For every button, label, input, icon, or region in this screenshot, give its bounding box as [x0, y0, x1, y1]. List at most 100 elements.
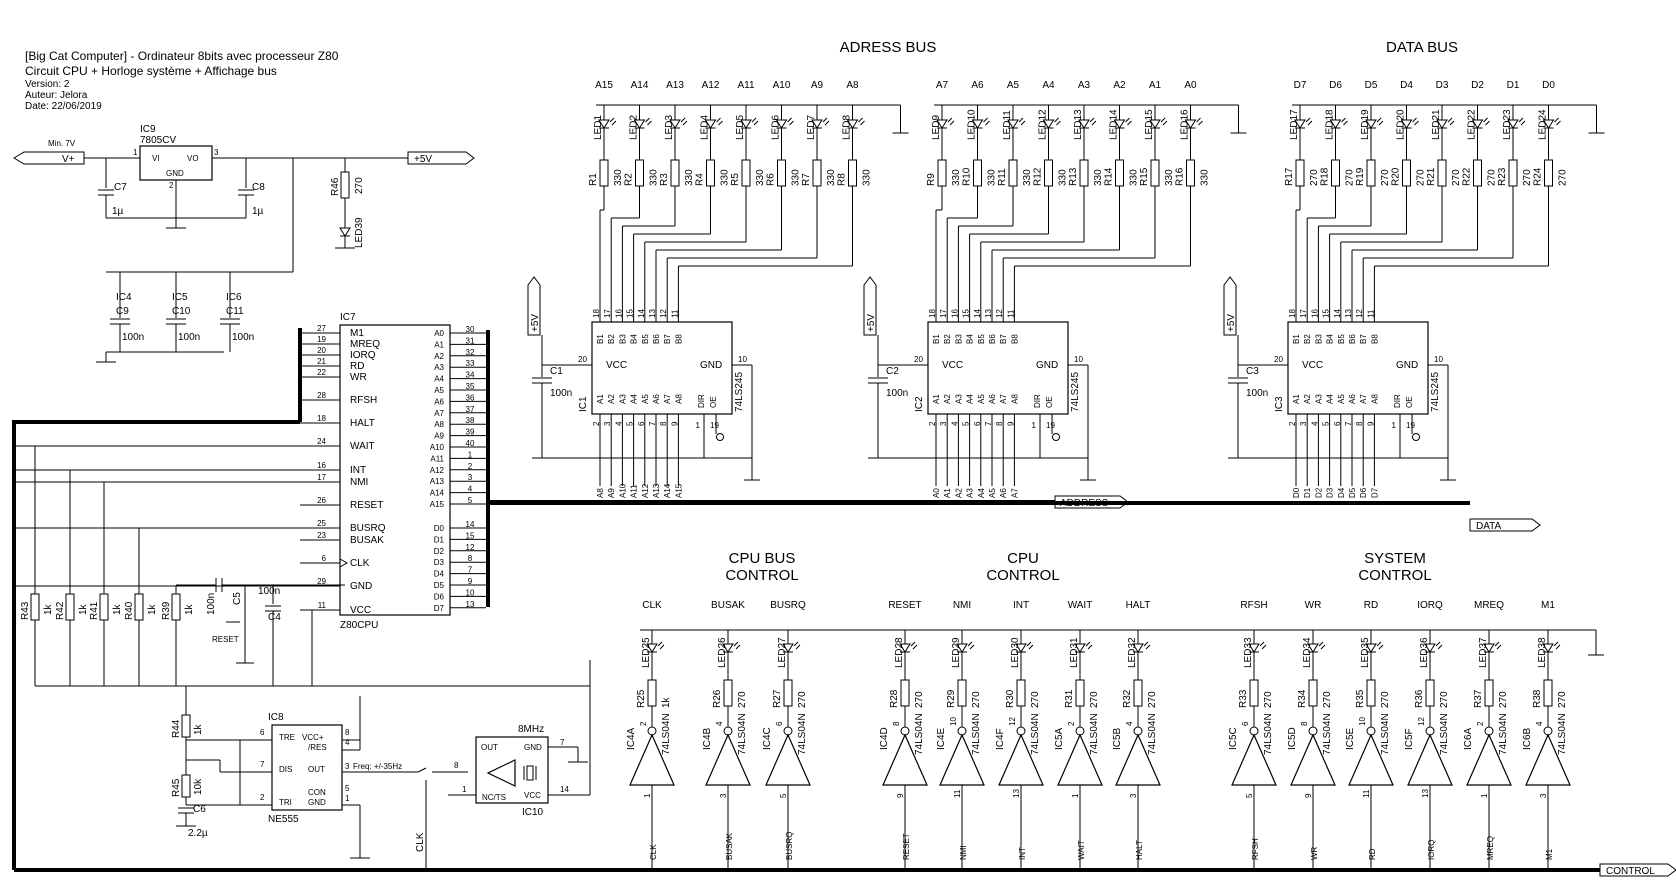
control-signal-label: WAIT — [1068, 600, 1093, 611]
control-led-ref: LED32 — [1127, 637, 1138, 668]
z80-addr-pin: A7 — [434, 409, 444, 418]
inverter-ref: IC4C — [762, 727, 773, 750]
ls245-a-pin: A1 — [596, 394, 605, 404]
ls245-b-pin: B3 — [618, 334, 627, 344]
control-net-flag — [1599, 863, 1676, 877]
z80-pin-number: 15 — [466, 531, 475, 540]
z80-pin-number: 31 — [466, 336, 475, 345]
inverter-ref: IC4D — [879, 727, 890, 750]
bus-resistor — [1150, 159, 1160, 187]
ls245-pin-number: 20 — [914, 355, 923, 364]
ls245-bus-label: D3 — [1326, 487, 1335, 498]
ls245-pin-number: 1 — [1392, 421, 1397, 430]
bus-led-led19 — [1365, 119, 1377, 129]
pullup-resistor — [65, 593, 75, 621]
buffer-decap-ref: C3 — [1246, 366, 1259, 377]
control-resistor — [1484, 679, 1494, 707]
z80-pin-name: GND — [350, 581, 372, 592]
z80-body — [339, 324, 451, 616]
z80-pin-name: M1 — [350, 328, 364, 339]
inverter-ref: IC4F — [995, 728, 1006, 750]
bus-led-ref: LED22 — [1467, 109, 1478, 140]
z80-pin-number: 28 — [317, 391, 326, 400]
bus-resistor-value: 330 — [613, 169, 624, 186]
control-resistor — [1133, 679, 1143, 707]
inverter-ref: IC5F — [1404, 728, 1415, 750]
svg-text:270: 270 — [354, 177, 365, 194]
inverter-pin-number: 2 — [639, 721, 648, 726]
ic9-value: 7805CV — [140, 135, 176, 146]
bus-resistor — [599, 159, 609, 187]
ls245-a-pin: A5 — [1337, 394, 1346, 404]
bus-resistor — [1473, 159, 1482, 187]
buffer-decap-value: 100n — [550, 388, 572, 399]
z80-data-pin: D5 — [434, 581, 445, 590]
z80-pin-number: 33 — [466, 359, 475, 368]
control-resistor-ref: R30 — [1005, 689, 1016, 708]
pullup-ref: R40 — [124, 601, 135, 620]
control-led-led35 — [1365, 643, 1377, 653]
control-resistor-ref: R25 — [636, 689, 647, 708]
bus-bit-label: A15 — [595, 80, 613, 91]
inverter-pin-number: 9 — [1304, 793, 1313, 798]
bus-bit-label: A14 — [631, 80, 649, 91]
decoupling-ic-ref: IC4 — [116, 292, 132, 303]
ls245-a-pin: A7 — [663, 394, 672, 404]
control-resistor-ref: R26 — [712, 689, 723, 708]
ls245-b-pin: B2 — [1303, 334, 1312, 344]
z80-pin-name: IORQ — [350, 350, 376, 361]
inverter-ref: IC4A — [626, 727, 637, 750]
ls245-bus-label: A12 — [641, 483, 650, 498]
ls245-bus-label: A3 — [966, 488, 975, 498]
svg-text:1: 1 — [462, 785, 467, 794]
control-resistor-value: 270 — [797, 691, 808, 708]
z80-pin-number: 35 — [466, 382, 475, 391]
bus-resistor-ref: R19 — [1355, 167, 1366, 186]
ne555-ref: IC8 — [268, 712, 284, 723]
control-resistor-value: 270 — [1263, 691, 1274, 708]
bus-resistor-value: 330 — [987, 169, 998, 186]
ls245-bus-label: A10 — [618, 483, 627, 498]
svg-text:8MHz: 8MHz — [518, 724, 544, 735]
pullup-resistor — [99, 593, 109, 621]
inverter-pin-number: 10 — [1358, 717, 1367, 726]
bus-led-led17 — [1294, 119, 1306, 129]
min7v-label: Min. 7V — [48, 139, 76, 148]
inverter-pin-number: 4 — [1125, 721, 1134, 726]
plus5-flag — [863, 276, 877, 336]
bus-bit-label: A11 — [737, 80, 754, 91]
bus-resistor-ref: R11 — [997, 168, 1008, 186]
bus-led-ref: LED14 — [1109, 109, 1120, 140]
control-led-led26 — [722, 643, 734, 653]
control-signal-label: BUSAK — [711, 600, 745, 611]
z80-pin-number: 22 — [317, 368, 326, 377]
ls245-a-pin: A7 — [999, 394, 1008, 404]
system-control-heading-2: CONTROL — [1358, 567, 1431, 584]
control-signal-label: RFSH — [1240, 600, 1267, 611]
inverter-part: 74LS04N — [797, 713, 808, 755]
ls245-oe: OE — [1405, 396, 1414, 408]
buffer-decap-ref: C2 — [886, 366, 899, 377]
control-led-led38 — [1542, 643, 1554, 653]
bus-led-ref: LED19 — [1360, 109, 1371, 140]
z80-pin-name: NMI — [350, 477, 368, 488]
control-resistor-value: 270 — [1147, 691, 1158, 708]
ls245-pin-number: 4 — [950, 421, 959, 426]
z80-pin-number: 25 — [317, 519, 326, 528]
bus-resistor — [937, 159, 947, 187]
bus-resistor-value: 330 — [791, 169, 802, 186]
inverter-ref: IC5D — [1287, 727, 1298, 750]
ls245-bus-label: D4 — [1337, 487, 1346, 498]
reset-circuit: 100n C5 RESET 100n C4 — [35, 578, 591, 687]
bus-resistor-value: 330 — [1200, 169, 1211, 186]
svg-text:OUT: OUT — [481, 743, 498, 752]
ls245-b-pin: B1 — [932, 334, 941, 344]
ls245-part: 74LS245 — [1430, 372, 1441, 412]
ls245-a-pin: A2 — [607, 394, 616, 404]
control-bus-label: INT — [1018, 847, 1027, 860]
ls245-dir: DIR — [697, 394, 706, 408]
bus-resistor-ref: R3 — [659, 173, 670, 186]
bus-resistor-value: 330 — [862, 169, 873, 186]
ls245-pin-number: 19 — [1046, 421, 1055, 430]
bus-led-led1 — [598, 119, 610, 129]
